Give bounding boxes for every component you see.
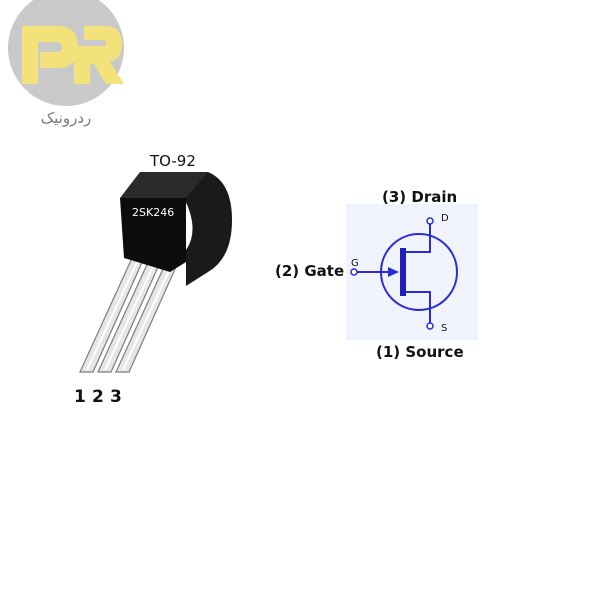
logo-text: ردرونیک [41, 109, 92, 127]
source-pin-letter: S [441, 323, 447, 334]
jfet-symbol: (3) Drain (2) Gate (1) Source D G S [275, 188, 478, 361]
logo-mark-right [74, 26, 124, 84]
source-lead [406, 291, 431, 323]
channel-bar [400, 248, 406, 296]
lead-1-highlight [86, 259, 139, 371]
gate-label: (2) Gate [275, 262, 344, 280]
package-body-rounded [160, 172, 232, 286]
pin-number-3: 3 [110, 387, 122, 407]
drain-pin-letter: D [441, 213, 449, 224]
source-terminal [426, 322, 434, 330]
lead-3-highlight [122, 259, 175, 371]
gate-terminal [350, 268, 358, 276]
drain-label: (3) Drain [382, 188, 457, 206]
logo-mark-left [22, 26, 78, 84]
gate-arrow-icon [388, 267, 399, 277]
package-type-label: TO-92 [149, 152, 196, 170]
source-label: (1) Source [376, 343, 464, 361]
package-flat-face [120, 198, 186, 272]
package-leads [79, 257, 181, 373]
pin-numbers: 1 2 3 [74, 387, 122, 407]
part-marking: 2SK246 [132, 206, 174, 219]
drain-lead [406, 224, 431, 253]
gate-pin-letter: G [351, 258, 359, 269]
package-top-face [120, 172, 208, 198]
brand-logo: ردرونیک [8, 0, 124, 127]
to92-package: TO-92 2SK246 1 2 3 [74, 152, 232, 407]
lead-2-highlight [104, 259, 157, 371]
pin-number-1: 1 [74, 387, 86, 407]
pin-number-2: 2 [92, 387, 104, 407]
drain-terminal [426, 217, 434, 225]
